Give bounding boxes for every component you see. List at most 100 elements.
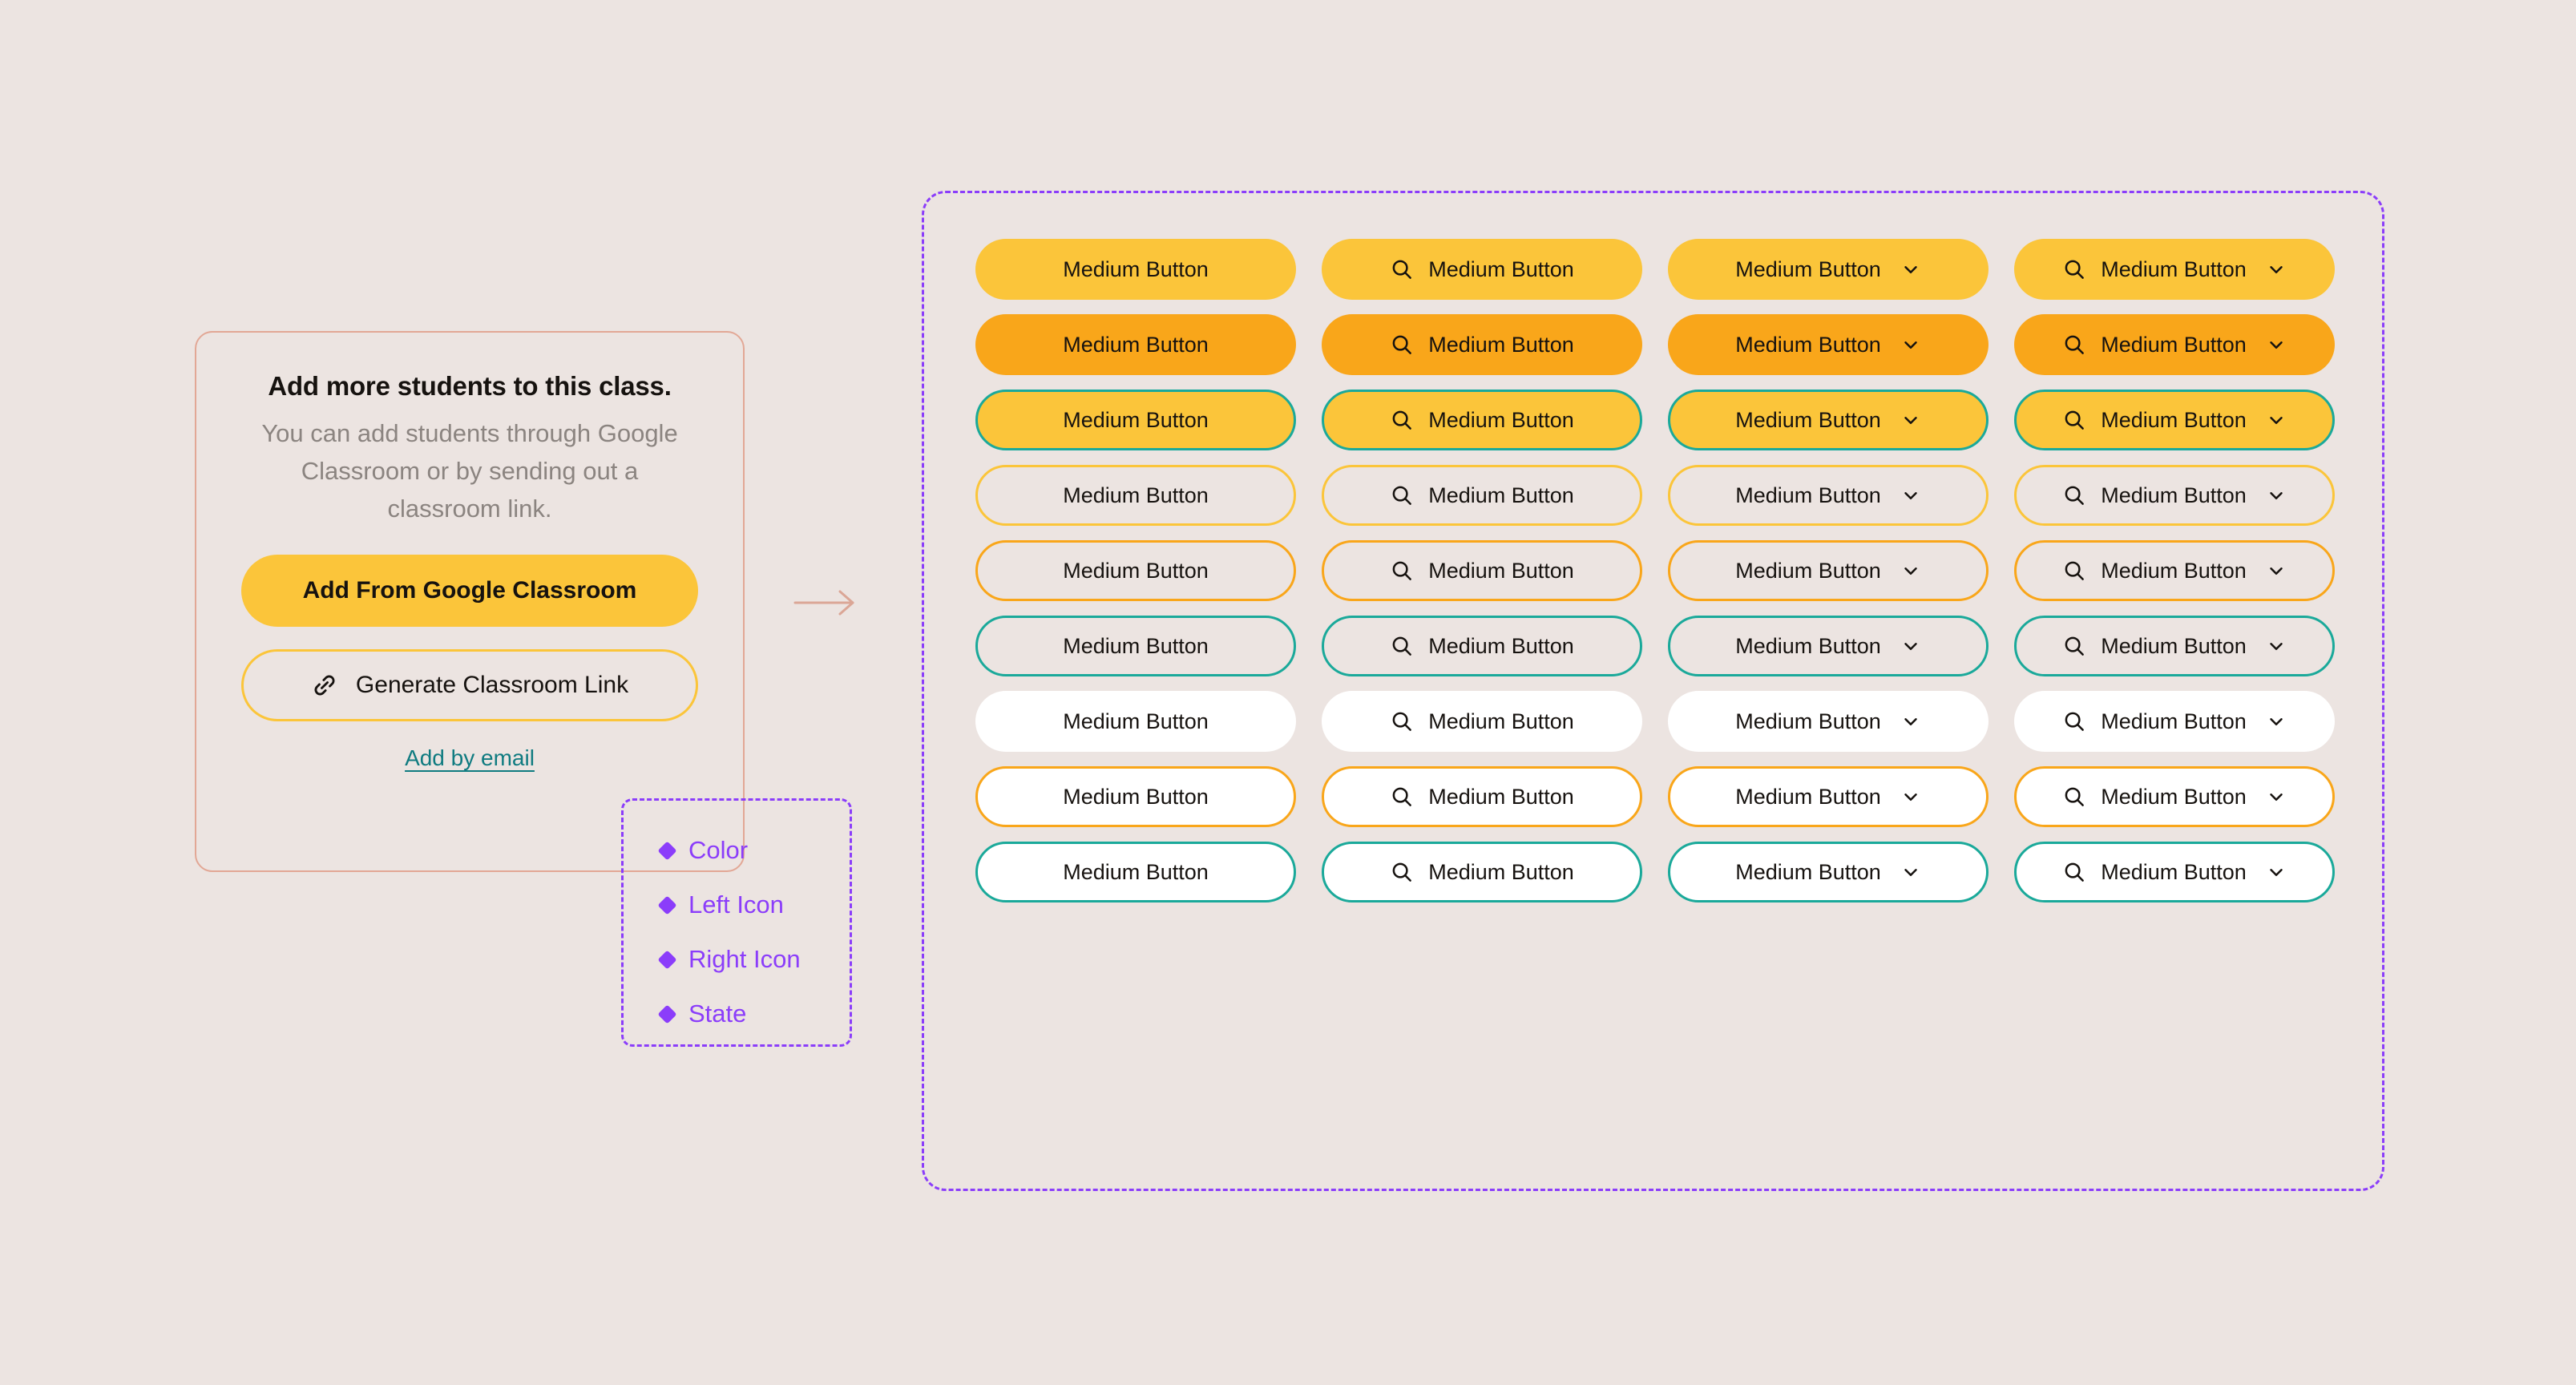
button-primary-hover-right-icon[interactable]: Medium Button: [1668, 314, 1989, 375]
button-outline-hover-left-icon[interactable]: Medium Button: [1322, 540, 1642, 601]
search-icon: [1390, 483, 1414, 507]
button-primary-focus-left-icon[interactable]: Medium Button: [1322, 390, 1642, 450]
button-white-focus-label-only[interactable]: Medium Button: [975, 842, 1296, 902]
button-label: Medium Button: [1428, 408, 1574, 433]
chevron-down-icon: [1900, 560, 1921, 581]
button-label: Medium Button: [1428, 257, 1574, 282]
button-label: Medium Button: [1735, 709, 1881, 734]
button-primary-hover-label-only[interactable]: Medium Button: [975, 314, 1296, 375]
search-icon: [1390, 333, 1414, 357]
button-label: Medium Button: [1735, 333, 1881, 357]
button-white-hover-right-icon[interactable]: Medium Button: [1668, 766, 1989, 827]
button-label: Medium Button: [2101, 785, 2247, 810]
card-description: You can add students through Google Clas…: [245, 414, 694, 527]
diamond-icon: [657, 1004, 676, 1024]
legend-item-label: Color: [688, 836, 748, 865]
button-label: Medium Button: [2101, 709, 2247, 734]
button-label: Medium Button: [1428, 709, 1574, 734]
chevron-down-icon: [1900, 485, 1921, 506]
generate-classroom-link-label: Generate Classroom Link: [356, 672, 628, 699]
add-from-google-classroom-label: Add From Google Classroom: [303, 577, 637, 604]
search-icon: [2062, 634, 2086, 658]
button-label: Medium Button: [1063, 785, 1209, 810]
button-label: Medium Button: [1735, 257, 1881, 282]
chevron-down-icon: [2266, 711, 2287, 732]
chevron-down-icon: [1900, 862, 1921, 882]
button-label: Medium Button: [1735, 408, 1881, 433]
button-label: Medium Button: [1428, 559, 1574, 583]
button-white-default-left-and-right-icon[interactable]: Medium Button: [2014, 691, 2335, 752]
search-icon: [1390, 559, 1414, 583]
button-white-hover-label-only[interactable]: Medium Button: [975, 766, 1296, 827]
button-outline-hover-left-and-right-icon[interactable]: Medium Button: [2014, 540, 2335, 601]
button-label: Medium Button: [2101, 408, 2247, 433]
button-label: Medium Button: [1428, 785, 1574, 810]
button-label: Medium Button: [1735, 483, 1881, 508]
page-title: Add more students to this class.: [268, 371, 671, 402]
button-primary-hover-left-icon[interactable]: Medium Button: [1322, 314, 1642, 375]
button-label: Medium Button: [1063, 483, 1209, 508]
button-label: Medium Button: [2101, 483, 2247, 508]
legend-item-color: Color: [660, 823, 850, 878]
button-primary-focus-label-only[interactable]: Medium Button: [975, 390, 1296, 450]
button-outline-default-right-icon[interactable]: Medium Button: [1668, 465, 1989, 526]
button-label: Medium Button: [1063, 860, 1209, 885]
button-white-hover-left-and-right-icon[interactable]: Medium Button: [2014, 766, 2335, 827]
chevron-down-icon: [1900, 786, 1921, 807]
button-white-default-left-icon[interactable]: Medium Button: [1322, 691, 1642, 752]
button-label: Medium Button: [1735, 860, 1881, 885]
diamond-icon: [657, 841, 676, 860]
button-white-focus-left-icon[interactable]: Medium Button: [1322, 842, 1642, 902]
generate-classroom-link-button[interactable]: Generate Classroom Link: [241, 649, 698, 721]
chevron-down-icon: [2266, 485, 2287, 506]
button-white-focus-right-icon[interactable]: Medium Button: [1668, 842, 1989, 902]
button-primary-hover-left-and-right-icon[interactable]: Medium Button: [2014, 314, 2335, 375]
button-primary-default-right-icon[interactable]: Medium Button: [1668, 239, 1989, 300]
button-label: Medium Button: [1063, 408, 1209, 433]
button-white-focus-left-and-right-icon[interactable]: Medium Button: [2014, 842, 2335, 902]
button-outline-focus-left-icon[interactable]: Medium Button: [1322, 616, 1642, 676]
button-outline-focus-right-icon[interactable]: Medium Button: [1668, 616, 1989, 676]
button-white-hover-left-icon[interactable]: Medium Button: [1322, 766, 1642, 827]
button-outline-focus-label-only[interactable]: Medium Button: [975, 616, 1296, 676]
button-outline-hover-label-only[interactable]: Medium Button: [975, 540, 1296, 601]
chevron-down-icon: [1900, 410, 1921, 430]
legend-item-label: State: [688, 999, 746, 1028]
button-white-default-label-only[interactable]: Medium Button: [975, 691, 1296, 752]
search-icon: [2062, 483, 2086, 507]
button-label: Medium Button: [1063, 709, 1209, 734]
button-outline-hover-right-icon[interactable]: Medium Button: [1668, 540, 1989, 601]
add-students-card: Add more students to this class. You can…: [195, 331, 745, 872]
search-icon: [1390, 785, 1414, 809]
button-primary-default-label-only[interactable]: Medium Button: [975, 239, 1296, 300]
chevron-down-icon: [2266, 786, 2287, 807]
button-primary-default-left-and-right-icon[interactable]: Medium Button: [2014, 239, 2335, 300]
button-label: Medium Button: [1735, 559, 1881, 583]
legend-item-label: Left Icon: [688, 890, 784, 919]
chevron-down-icon: [2266, 862, 2287, 882]
button-white-default-right-icon[interactable]: Medium Button: [1668, 691, 1989, 752]
button-outline-default-left-icon[interactable]: Medium Button: [1322, 465, 1642, 526]
button-label: Medium Button: [2101, 333, 2247, 357]
add-by-email-link[interactable]: Add by email: [405, 745, 535, 771]
button-outline-default-label-only[interactable]: Medium Button: [975, 465, 1296, 526]
chevron-down-icon: [1900, 259, 1921, 280]
button-primary-focus-left-and-right-icon[interactable]: Medium Button: [2014, 390, 2335, 450]
button-outline-focus-left-and-right-icon[interactable]: Medium Button: [2014, 616, 2335, 676]
link-icon: [311, 672, 338, 699]
button-variants-grid: Medium ButtonMedium ButtonMedium ButtonM…: [922, 191, 2384, 1191]
button-outline-default-left-and-right-icon[interactable]: Medium Button: [2014, 465, 2335, 526]
button-label: Medium Button: [1428, 860, 1574, 885]
chevron-down-icon: [2266, 259, 2287, 280]
chevron-down-icon: [1900, 334, 1921, 355]
button-primary-focus-right-icon[interactable]: Medium Button: [1668, 390, 1989, 450]
button-label: Medium Button: [1063, 559, 1209, 583]
button-label: Medium Button: [1428, 483, 1574, 508]
button-primary-default-left-icon[interactable]: Medium Button: [1322, 239, 1642, 300]
add-from-google-classroom-button[interactable]: Add From Google Classroom: [241, 555, 698, 627]
search-icon: [2062, 860, 2086, 884]
search-icon: [1390, 860, 1414, 884]
property-legend: Color Left Icon Right Icon State: [621, 798, 852, 1047]
chevron-down-icon: [1900, 636, 1921, 656]
button-label: Medium Button: [2101, 634, 2247, 659]
